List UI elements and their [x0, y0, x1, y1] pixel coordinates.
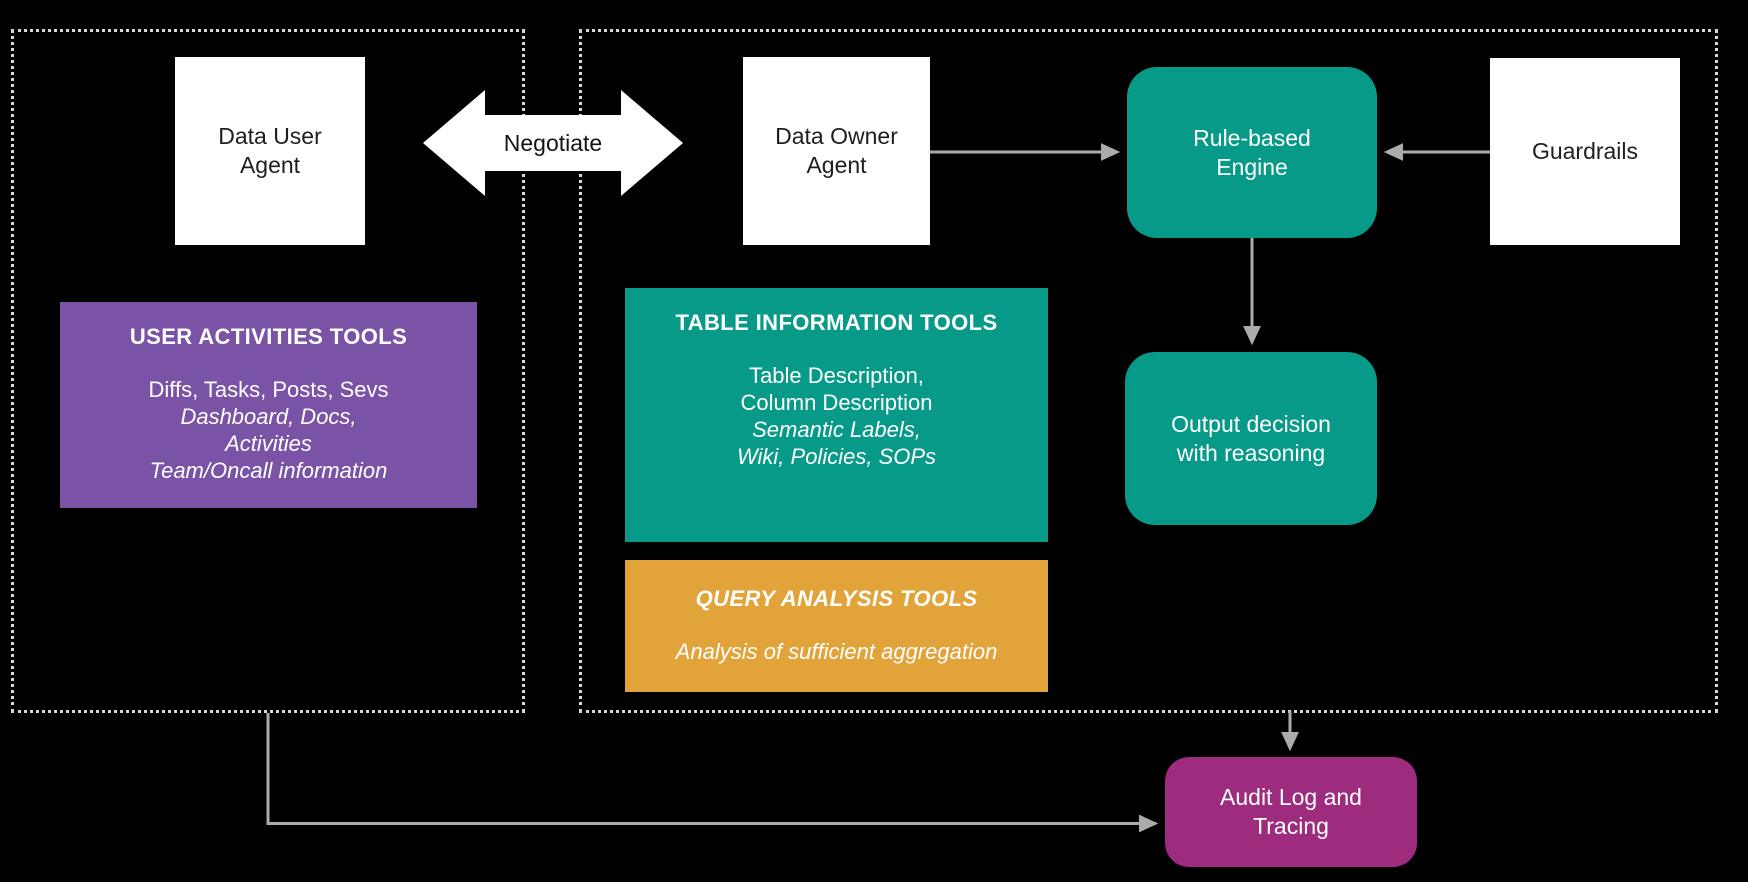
negotiate-double-arrow-icon — [423, 90, 683, 196]
rule-based-engine-node: Rule-based Engine — [1127, 67, 1377, 238]
table-information-tools-body: Table Description, Column Description Se… — [625, 362, 1048, 470]
user-activities-line: Dashboard, Docs, — [180, 404, 357, 429]
table-information-line: Table Description, — [749, 363, 924, 388]
table-information-line: Semantic Labels, — [752, 417, 921, 442]
arrow-usergroup-to-audit — [266, 713, 1159, 833]
query-analysis-tools-body: Analysis of sufficient aggregation — [625, 638, 1048, 665]
audit-log-label-line1: Audit Log and — [1220, 784, 1362, 810]
rule-based-engine-label-line2: Engine — [1216, 153, 1288, 180]
negotiate-label: Negotiate — [503, 129, 603, 156]
rule-based-engine-label-line1: Rule-based — [1193, 124, 1311, 151]
table-information-tools-box: TABLE INFORMATION TOOLS Table Descriptio… — [625, 288, 1048, 542]
table-information-line: Wiki, Policies, SOPs — [736, 444, 937, 469]
data-user-agent-label-line1: Data User — [218, 123, 322, 149]
output-decision-label-line1: Output decision — [1171, 410, 1331, 437]
data-user-agent-node: Data User Agent — [175, 57, 365, 245]
audit-log-node: Audit Log and Tracing — [1165, 757, 1417, 867]
output-decision-label-line2: with reasoning — [1176, 439, 1326, 466]
data-user-agent-label-line2: Agent — [239, 152, 301, 178]
data-user-group-border — [11, 29, 525, 713]
guardrails-node: Guardrails — [1490, 58, 1680, 245]
data-owner-agent-node: Data Owner Agent — [743, 57, 930, 245]
user-activities-line: Diffs, Tasks, Posts, Sevs — [148, 377, 389, 402]
output-decision-node: Output decision with reasoning — [1125, 352, 1377, 525]
user-activities-tools-body: Diffs, Tasks, Posts, Sevs Dashboard, Doc… — [60, 376, 477, 484]
data-owner-agent-label-line2: Agent — [806, 152, 867, 178]
guardrails-label: Guardrails — [1531, 138, 1639, 164]
data-owner-group-border — [579, 29, 1718, 713]
table-information-tools-title: TABLE INFORMATION TOOLS — [675, 310, 998, 335]
user-activities-line: Activities — [225, 431, 312, 456]
query-analysis-tools-box: QUERY ANALYSIS TOOLS Analysis of suffici… — [625, 560, 1048, 692]
data-owner-agent-label-line1: Data Owner — [775, 123, 898, 149]
audit-log-label-line2: Tracing — [1253, 813, 1329, 839]
query-analysis-tools-title: QUERY ANALYSIS TOOLS — [695, 586, 978, 611]
user-activities-tools-title: USER ACTIVITIES TOOLS — [129, 324, 408, 349]
user-activities-tools-box: USER ACTIVITIES TOOLS Diffs, Tasks, Post… — [60, 302, 477, 508]
user-activities-line: Team/Oncall information — [149, 458, 388, 483]
query-analysis-line: Analysis of sufficient aggregation — [675, 639, 998, 664]
table-information-line: Column Description — [740, 390, 933, 415]
